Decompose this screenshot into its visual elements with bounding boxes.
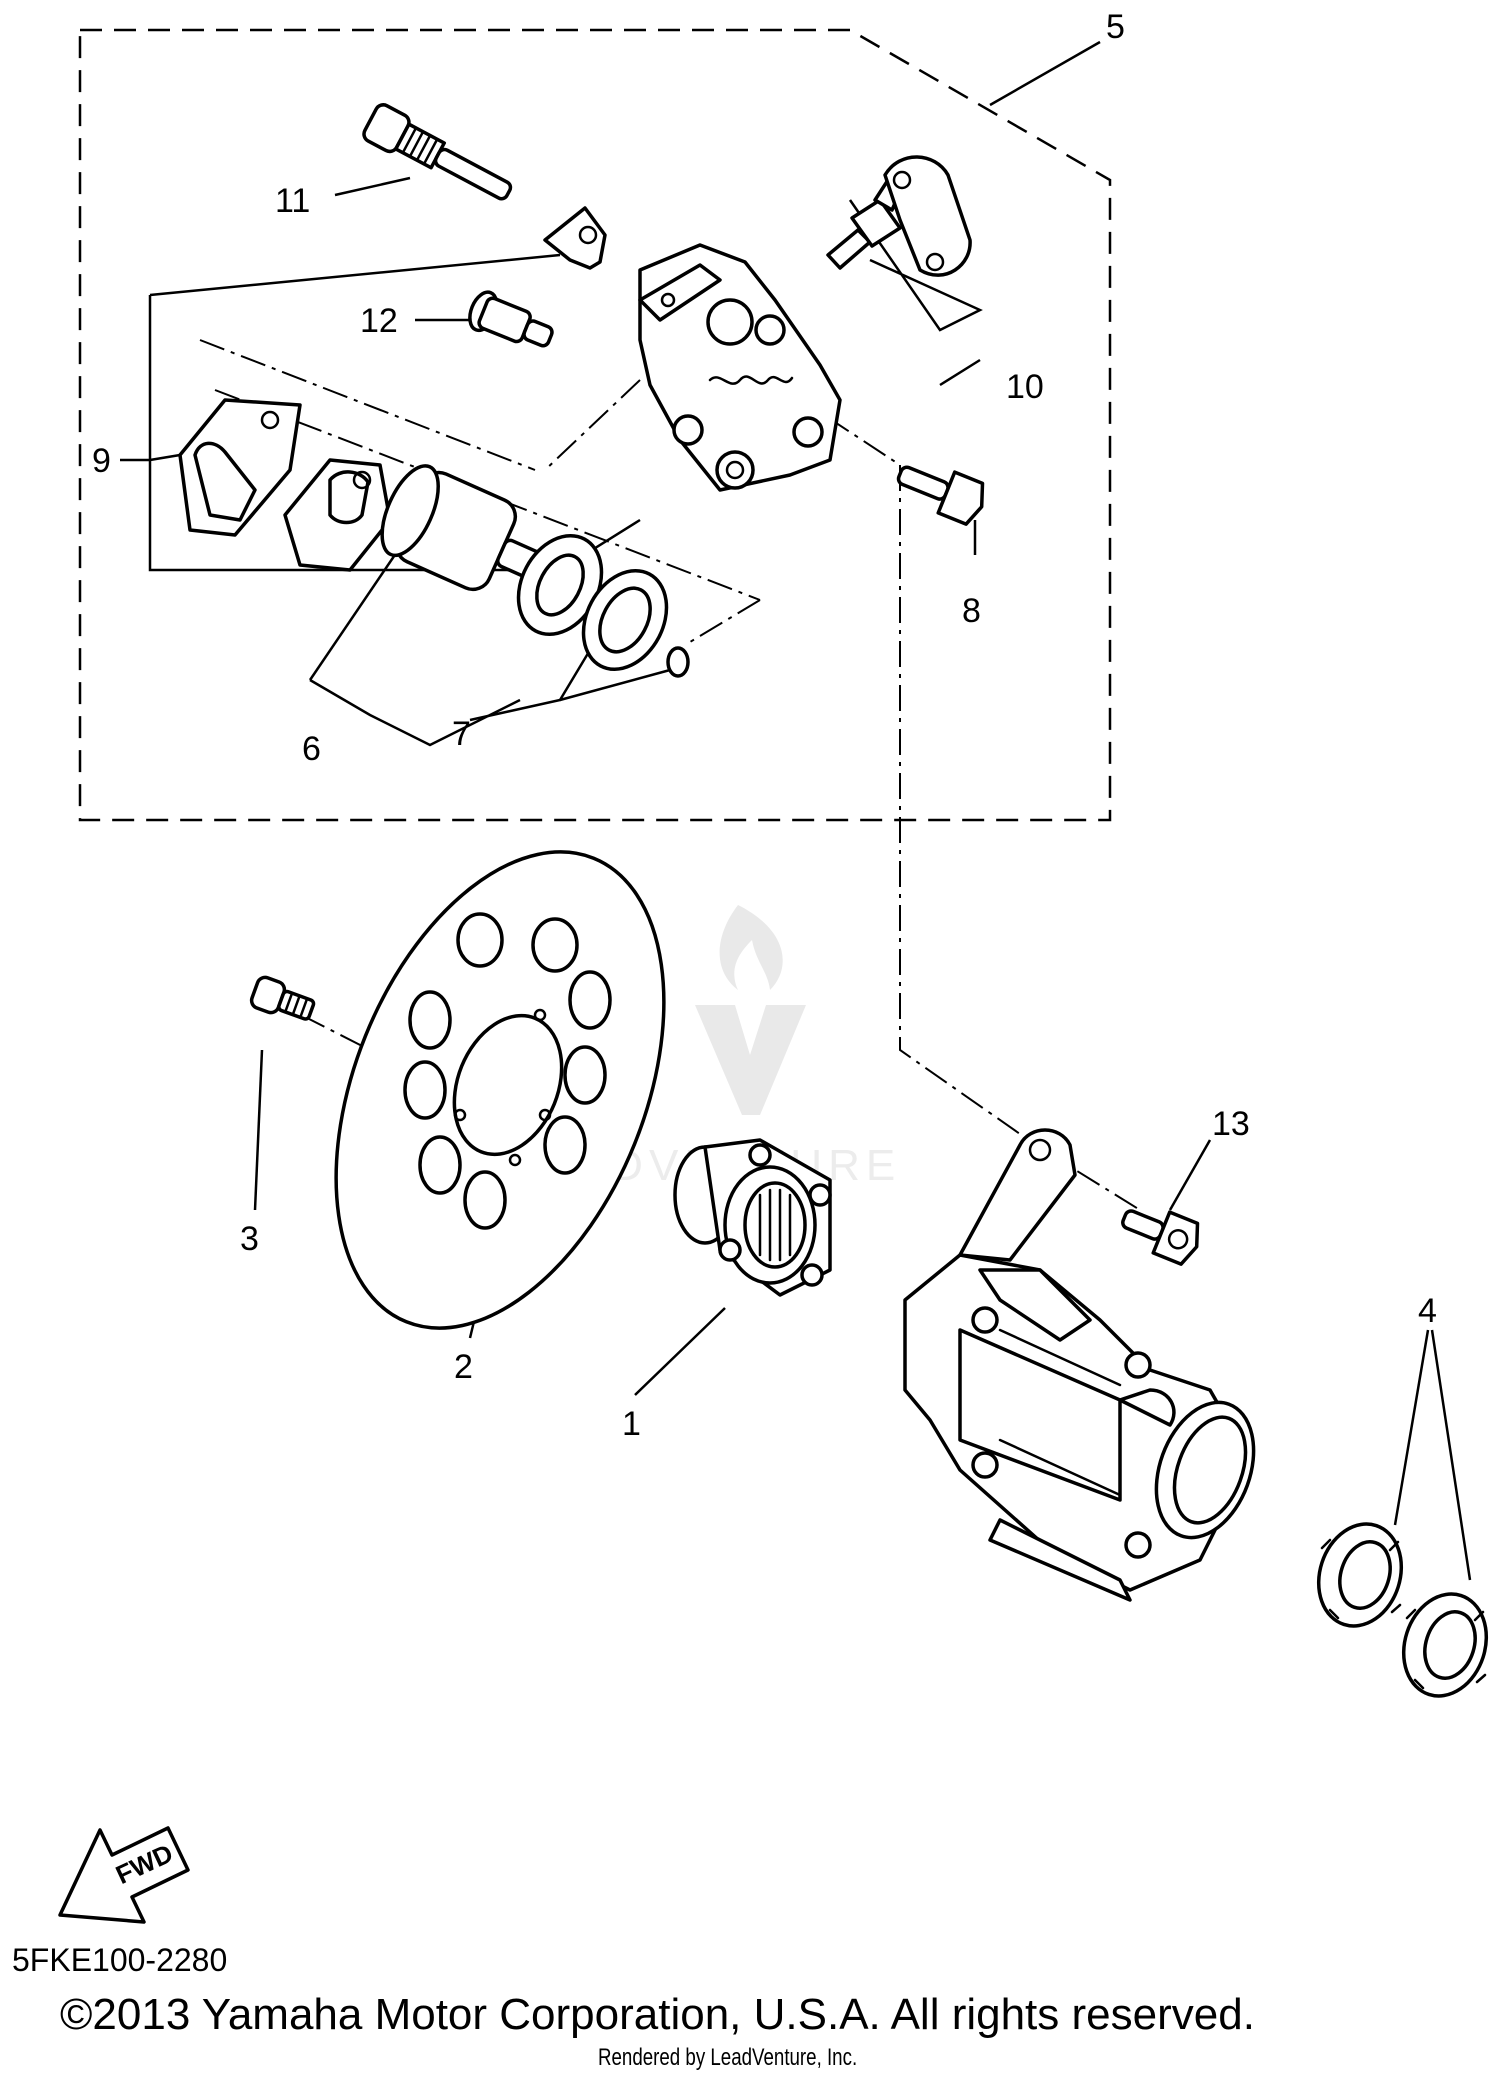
callout-12: 12 bbox=[360, 302, 398, 340]
disc-hub-part-1 bbox=[673, 1138, 832, 1297]
callout-6: 6 bbox=[302, 730, 321, 768]
callout-11: 11 bbox=[275, 182, 310, 220]
slide-pin-part-11 bbox=[362, 103, 513, 201]
callout-13: 13 bbox=[1212, 1105, 1250, 1143]
caliper-assembly-boundary bbox=[78, 28, 1112, 822]
callout-9: 9 bbox=[92, 442, 111, 480]
disc-bolt-part-3 bbox=[249, 975, 316, 1021]
callout-5: 5 bbox=[1106, 8, 1125, 46]
brake-disc-part-2 bbox=[334, 850, 666, 1330]
callout-2: 2 bbox=[454, 1348, 473, 1386]
brake-pads-part-9 bbox=[178, 398, 392, 572]
forward-arrow-icon: FWD bbox=[58, 1826, 190, 1924]
copyright-notice: ©2013 Yamaha Motor Corporation, U.S.A. A… bbox=[60, 1990, 1255, 2039]
callout-numbers: 1 2 3 4 5 6 7 8 9 10 11 12 13 bbox=[92, 8, 1437, 1443]
callout-1: 1 bbox=[622, 1405, 641, 1443]
axle-housing bbox=[903, 1128, 1256, 1602]
lock-nuts-part-4 bbox=[1316, 1522, 1489, 1698]
bleed-screw-part-10 bbox=[826, 155, 972, 277]
callout-10: 10 bbox=[1006, 368, 1044, 406]
rendered-by-notice: Rendered by LeadVenture, Inc. bbox=[598, 2044, 858, 2071]
piston-seals-part-7 bbox=[516, 533, 690, 678]
callout-8: 8 bbox=[962, 592, 981, 630]
leader-lines bbox=[120, 40, 1472, 1581]
bolt-part-8 bbox=[896, 465, 985, 526]
callout-4: 4 bbox=[1418, 1292, 1437, 1330]
bolt-part-13 bbox=[1121, 1209, 1200, 1266]
caliper-body bbox=[638, 243, 842, 492]
callout-3: 3 bbox=[240, 1220, 259, 1258]
pin-boot-part-12 bbox=[468, 290, 554, 348]
caliper-bracket-clip bbox=[543, 206, 607, 270]
center-lines bbox=[199, 319, 1141, 1211]
diagram-code: 5FKE100-2280 bbox=[12, 1942, 228, 1978]
callout-7: 7 bbox=[452, 715, 471, 753]
